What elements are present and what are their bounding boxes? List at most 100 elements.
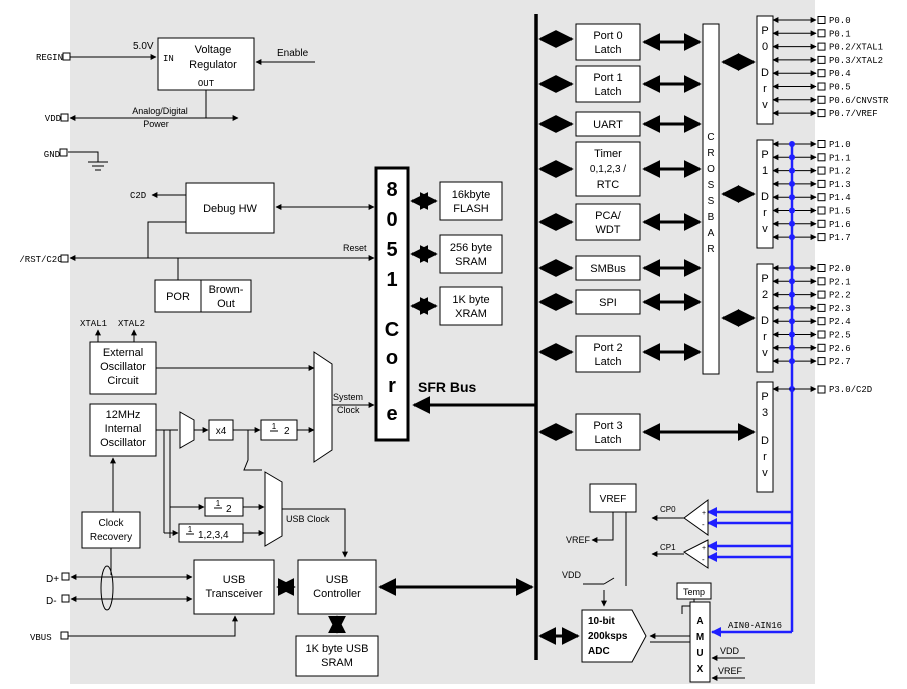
crossbar-char-1: C [707, 132, 714, 143]
adc-vdd-label: VDD [562, 570, 582, 580]
pca-label-1: PCA/ [595, 210, 622, 222]
int-osc-label-2: Internal [105, 423, 142, 435]
regulator-title-2: Regulator [189, 59, 237, 71]
pin-p0-3: P0.3/XTAL2 [829, 56, 883, 66]
p1-drv-char-3: D [761, 191, 769, 203]
pin-pad [817, 206, 826, 215]
port2-latch-block [575, 335, 641, 373]
flash-label-2: FLASH [453, 203, 489, 215]
brownout-label-1: Brown- [209, 284, 244, 296]
pin-pad [817, 42, 826, 51]
pin-pad [817, 166, 826, 175]
cp0-label: CP0 [660, 505, 676, 514]
voltage-regulator: Voltage Regulator IN OUT [157, 37, 255, 91]
amux-vref-label: VREF [718, 666, 743, 676]
crossbar-char-2: R [707, 148, 714, 159]
pin-pad [817, 16, 826, 24]
crossbar-char-5: S [708, 196, 715, 207]
pin-pad [817, 317, 826, 326]
amux-vdd-label: VDD [720, 646, 740, 656]
pin-p2-5: P2.5 [829, 331, 851, 341]
core-char-1: 1 [386, 269, 397, 291]
crossbar-char-7: A [708, 228, 715, 239]
p2-drv-char-1: P [761, 273, 768, 285]
usb-transceiver-label-2: Transceiver [205, 588, 262, 600]
p1-drv-char-2: 1 [762, 165, 768, 177]
flash-block [439, 181, 503, 221]
core-char-o: o [386, 347, 398, 369]
pin-pad [817, 290, 826, 299]
pin-pad [817, 29, 826, 38]
system-clock-label-1: System [333, 392, 363, 402]
reset-label: Reset [343, 243, 367, 253]
p0-drv-char-2: 0 [762, 41, 768, 53]
crossbar-char-8: R [707, 244, 714, 255]
pin-regin: REGIN [36, 53, 63, 63]
peripheral-blocks: Port 0 Latch Port 1 Latch UART Timer 0,1… [575, 23, 641, 451]
port1-latch-block [575, 65, 641, 103]
pin-rst-c2ck: /RST/C2CK [19, 255, 68, 265]
pin-p1-7: P1.7 [829, 233, 851, 243]
port1-label-2: Latch [595, 86, 622, 98]
adc-label-1: 10-bit [588, 616, 615, 627]
pin-p2-6: P2.6 [829, 344, 851, 354]
pin-p0-1: P0.1 [829, 29, 851, 39]
div1234-label: 1,2,3,4 [198, 530, 229, 541]
pin-pad [817, 82, 826, 91]
p1-driver-block [756, 139, 774, 249]
pin-pad [817, 179, 826, 188]
p3-drv-char-1: P [761, 391, 768, 403]
p0-drv-char-1: P [761, 25, 768, 37]
cp1-minus: - [702, 555, 705, 564]
usb-transceiver-label-1: USB [223, 574, 246, 586]
vref-block-label: VREF [600, 494, 627, 505]
flash-label-1: 16kbyte [452, 189, 491, 201]
pin-pad [817, 55, 826, 64]
brownout-label-2: Out [217, 298, 235, 310]
por-block [154, 279, 202, 313]
regulator-enable-label: Enable [277, 48, 309, 59]
crossbar-char-3: O [707, 164, 715, 175]
comparator-cp1 [683, 539, 709, 569]
pin-pad [817, 95, 826, 104]
svg-text:1: 1 [216, 499, 221, 508]
pin-p2-3: P2.3 [829, 304, 851, 314]
pin-pad [817, 277, 826, 286]
p3-drv-char-3: D [761, 435, 769, 447]
system-clock-label-2: Clock [337, 405, 360, 415]
pin-p1-3: P1.3 [829, 180, 851, 190]
pin-p0-5: P0.5 [829, 83, 851, 93]
usb-sram-label-1: 1K byte USB [306, 643, 369, 655]
p1-drv-char-1: P [761, 149, 768, 161]
sram-block [439, 234, 503, 274]
timer-label-1: Timer [594, 148, 622, 160]
regulator-title-1: Voltage [195, 44, 232, 56]
pin-p1-4: P1.4 [829, 193, 851, 203]
p0-drv-char-4: r [763, 83, 767, 95]
amux-char-2: M [696, 632, 704, 643]
ext-osc-label-3: Circuit [107, 375, 138, 387]
port-pins: P0.0P0.1P0.2/XTAL1P0.3/XTAL2P0.4P0.5P0.6… [772, 16, 889, 392]
pin-p2-4: P2.4 [829, 317, 851, 327]
div2-label-top: 2 [284, 426, 290, 437]
pin-xtal1: XTAL1 [80, 319, 107, 329]
pin-pad [817, 330, 826, 339]
pin-c2d-label: C2D [130, 191, 146, 201]
analog-tap-dot [789, 141, 795, 147]
pin-p1-5: P1.5 [829, 207, 851, 217]
pin-pad [817, 343, 826, 352]
port3-label-1: Port 3 [593, 420, 622, 432]
amux-char-4: X [697, 664, 704, 675]
pin-ain: AIN0-AIN16 [728, 621, 782, 631]
svg-text:1: 1 [188, 525, 193, 534]
pin-pad [817, 193, 826, 202]
clock-recovery-label-2: Recovery [90, 532, 132, 543]
x4-label: x4 [216, 426, 227, 437]
smbus-block [575, 255, 641, 281]
sram-label-2: SRAM [455, 256, 487, 268]
cp1-label: CP1 [660, 543, 676, 552]
debug-hw-label: Debug HW [203, 203, 257, 215]
pin-p2-2: P2.2 [829, 291, 851, 301]
usb-transceiver-block [193, 559, 275, 615]
div2-label-usb: 2 [226, 504, 232, 515]
